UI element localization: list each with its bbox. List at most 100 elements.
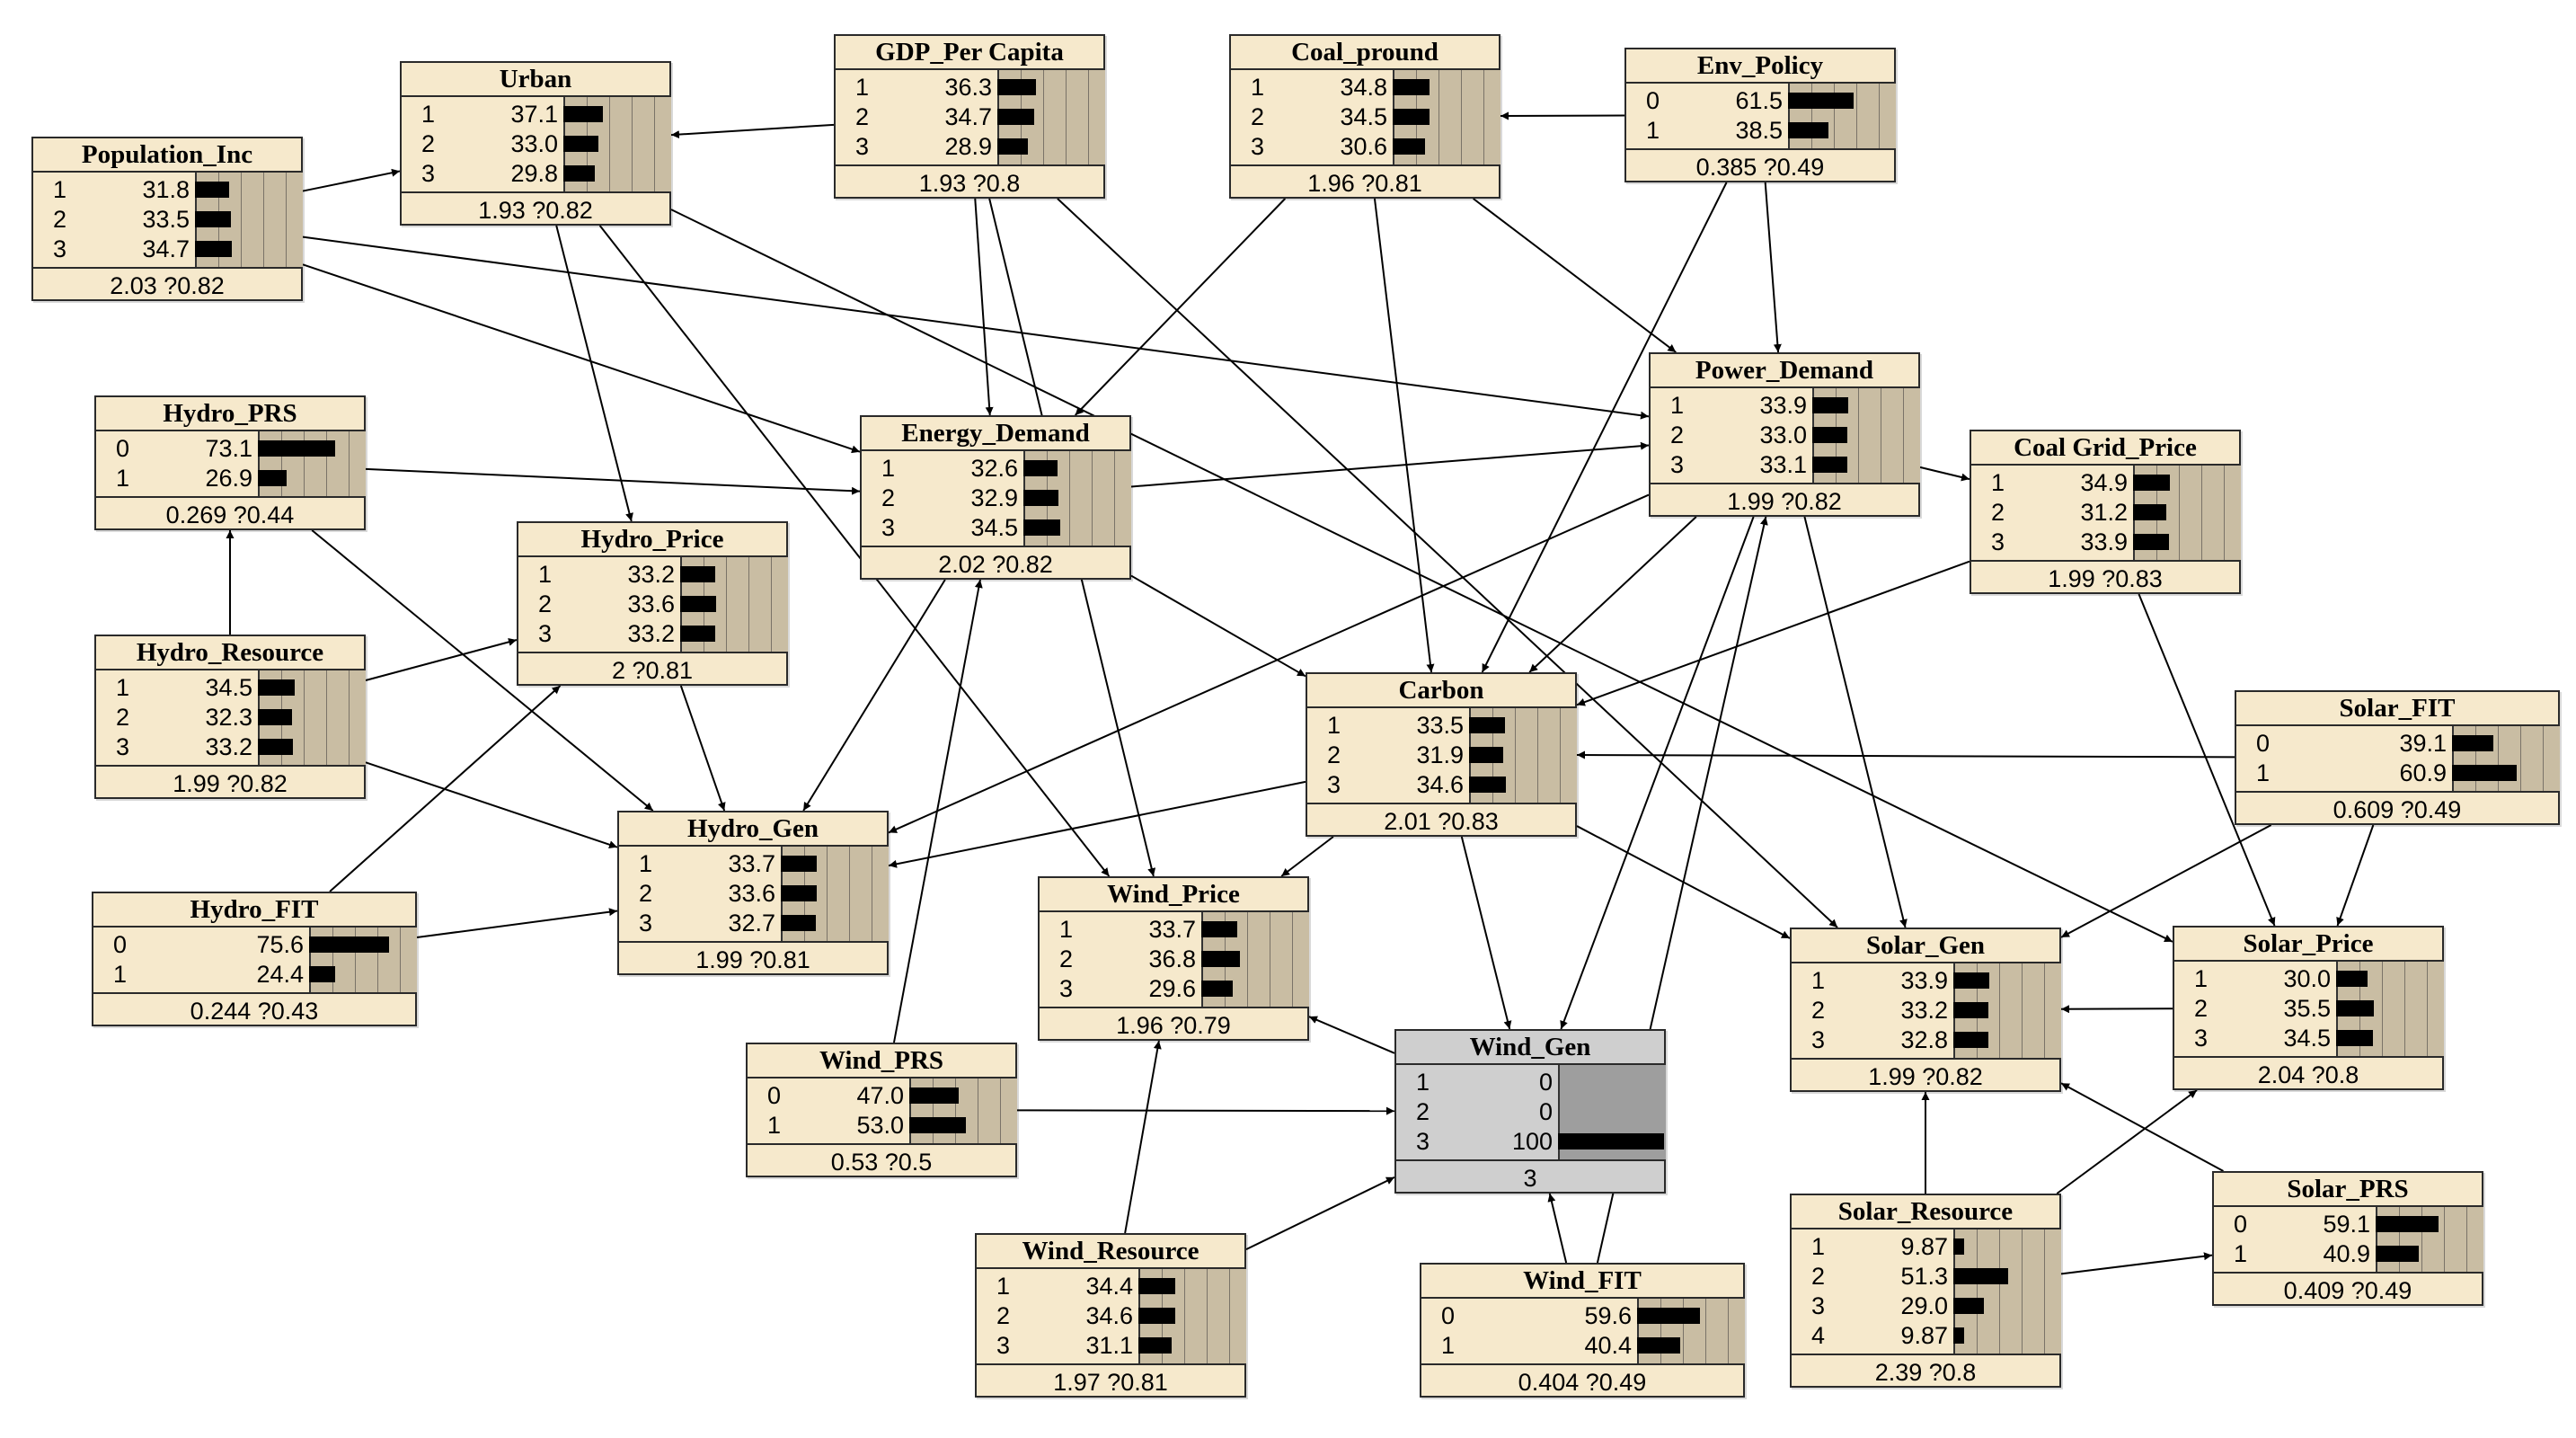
edge-population-inc-to-power-demand <box>302 235 1650 420</box>
state-probability: 34.5 <box>2283 1025 2331 1052</box>
state-probability: 34.8 <box>1340 74 1387 101</box>
state-probability: 33.6 <box>728 880 775 907</box>
belief-bar <box>1469 777 1506 793</box>
state-name: 2 <box>1416 1098 1430 1125</box>
belief-bar <box>1201 921 1237 937</box>
belief-bar <box>781 915 816 931</box>
state-probability: 75.6 <box>256 931 304 958</box>
node-mean-sd: 1.97 ?0.81 <box>977 1363 1244 1399</box>
edge-env-policy-to-power-demand <box>1764 182 1782 353</box>
state-probability: 34.7 <box>944 103 992 130</box>
belief-bar <box>2336 1030 2373 1046</box>
edge-carbon-to-wind-price <box>1280 836 1334 877</box>
node-title: Wind_FIT <box>1421 1265 1743 1299</box>
edge-solar-fit-to-carbon <box>1576 750 2235 759</box>
edge-power-demand-to-solar-gen <box>1803 516 1908 928</box>
node-mean-sd: 1.99 ?0.82 <box>1792 1058 2059 1094</box>
belief-bar <box>680 596 716 612</box>
state-name: 0 <box>2234 1211 2248 1238</box>
state-probability: 26.9 <box>205 465 252 492</box>
node-title: Solar_Resource <box>1792 1195 2059 1229</box>
belief-bar <box>909 1087 960 1104</box>
state-name: 1 <box>1811 967 1826 994</box>
belief-bar <box>1953 1032 1988 1048</box>
belief-bar <box>680 566 716 582</box>
belief-bar <box>1023 519 1060 536</box>
belief-bar <box>2133 475 2171 491</box>
edge-hydro-resource-to-hydro-gen <box>365 761 618 849</box>
node-mean-sd: 0.404 ?0.49 <box>1421 1363 1743 1399</box>
node-title: Wind_Resource <box>977 1235 1244 1269</box>
edge-wind-gen-to-wind-price <box>1308 1016 1395 1054</box>
state-probability: 34.5 <box>970 514 1018 541</box>
state-name: 2 <box>1327 741 1341 768</box>
state-name: 2 <box>1811 997 1826 1024</box>
state-probability: 100 <box>1511 1128 1553 1155</box>
state-name: 3 <box>538 620 553 647</box>
state-name: 1 <box>53 176 67 203</box>
state-name: 3 <box>639 910 653 936</box>
state-name: 1 <box>1327 712 1341 739</box>
state-name: 0 <box>1646 87 1660 114</box>
edge-hydro-prs-to-energy-demand <box>365 467 861 495</box>
node-mean-sd: 1.96 ?0.79 <box>1040 1007 1307 1043</box>
state-name: 1 <box>1059 916 1074 943</box>
state-probability: 33.0 <box>1759 422 1807 448</box>
state-probability: 32.7 <box>728 910 775 936</box>
edge-hydro-resource-to-hydro-price <box>365 637 518 681</box>
edge-wind-fit-to-wind-gen <box>1547 1193 1568 1264</box>
edge-population-inc-to-urban <box>302 168 401 192</box>
belief-bar <box>195 182 229 198</box>
state-probability: 73.1 <box>205 435 252 462</box>
belief-bar <box>258 440 336 457</box>
state-name: 1 <box>1646 117 1660 144</box>
edge-wind-prs-to-energy-demand <box>892 579 983 1043</box>
state-probability: 33.7 <box>1148 916 1196 943</box>
state-name: 3 <box>1251 133 1265 160</box>
belief-bar <box>1953 1268 2008 1284</box>
belief-bar <box>2336 1000 2374 1016</box>
edge-population-inc-to-energy-demand <box>302 263 861 454</box>
edge-hydro-fit-to-hydro-price <box>329 685 562 892</box>
node-title: Hydro_FIT <box>93 893 415 928</box>
state-name: 1 <box>1670 392 1685 419</box>
state-name: 2 <box>1811 1263 1826 1290</box>
